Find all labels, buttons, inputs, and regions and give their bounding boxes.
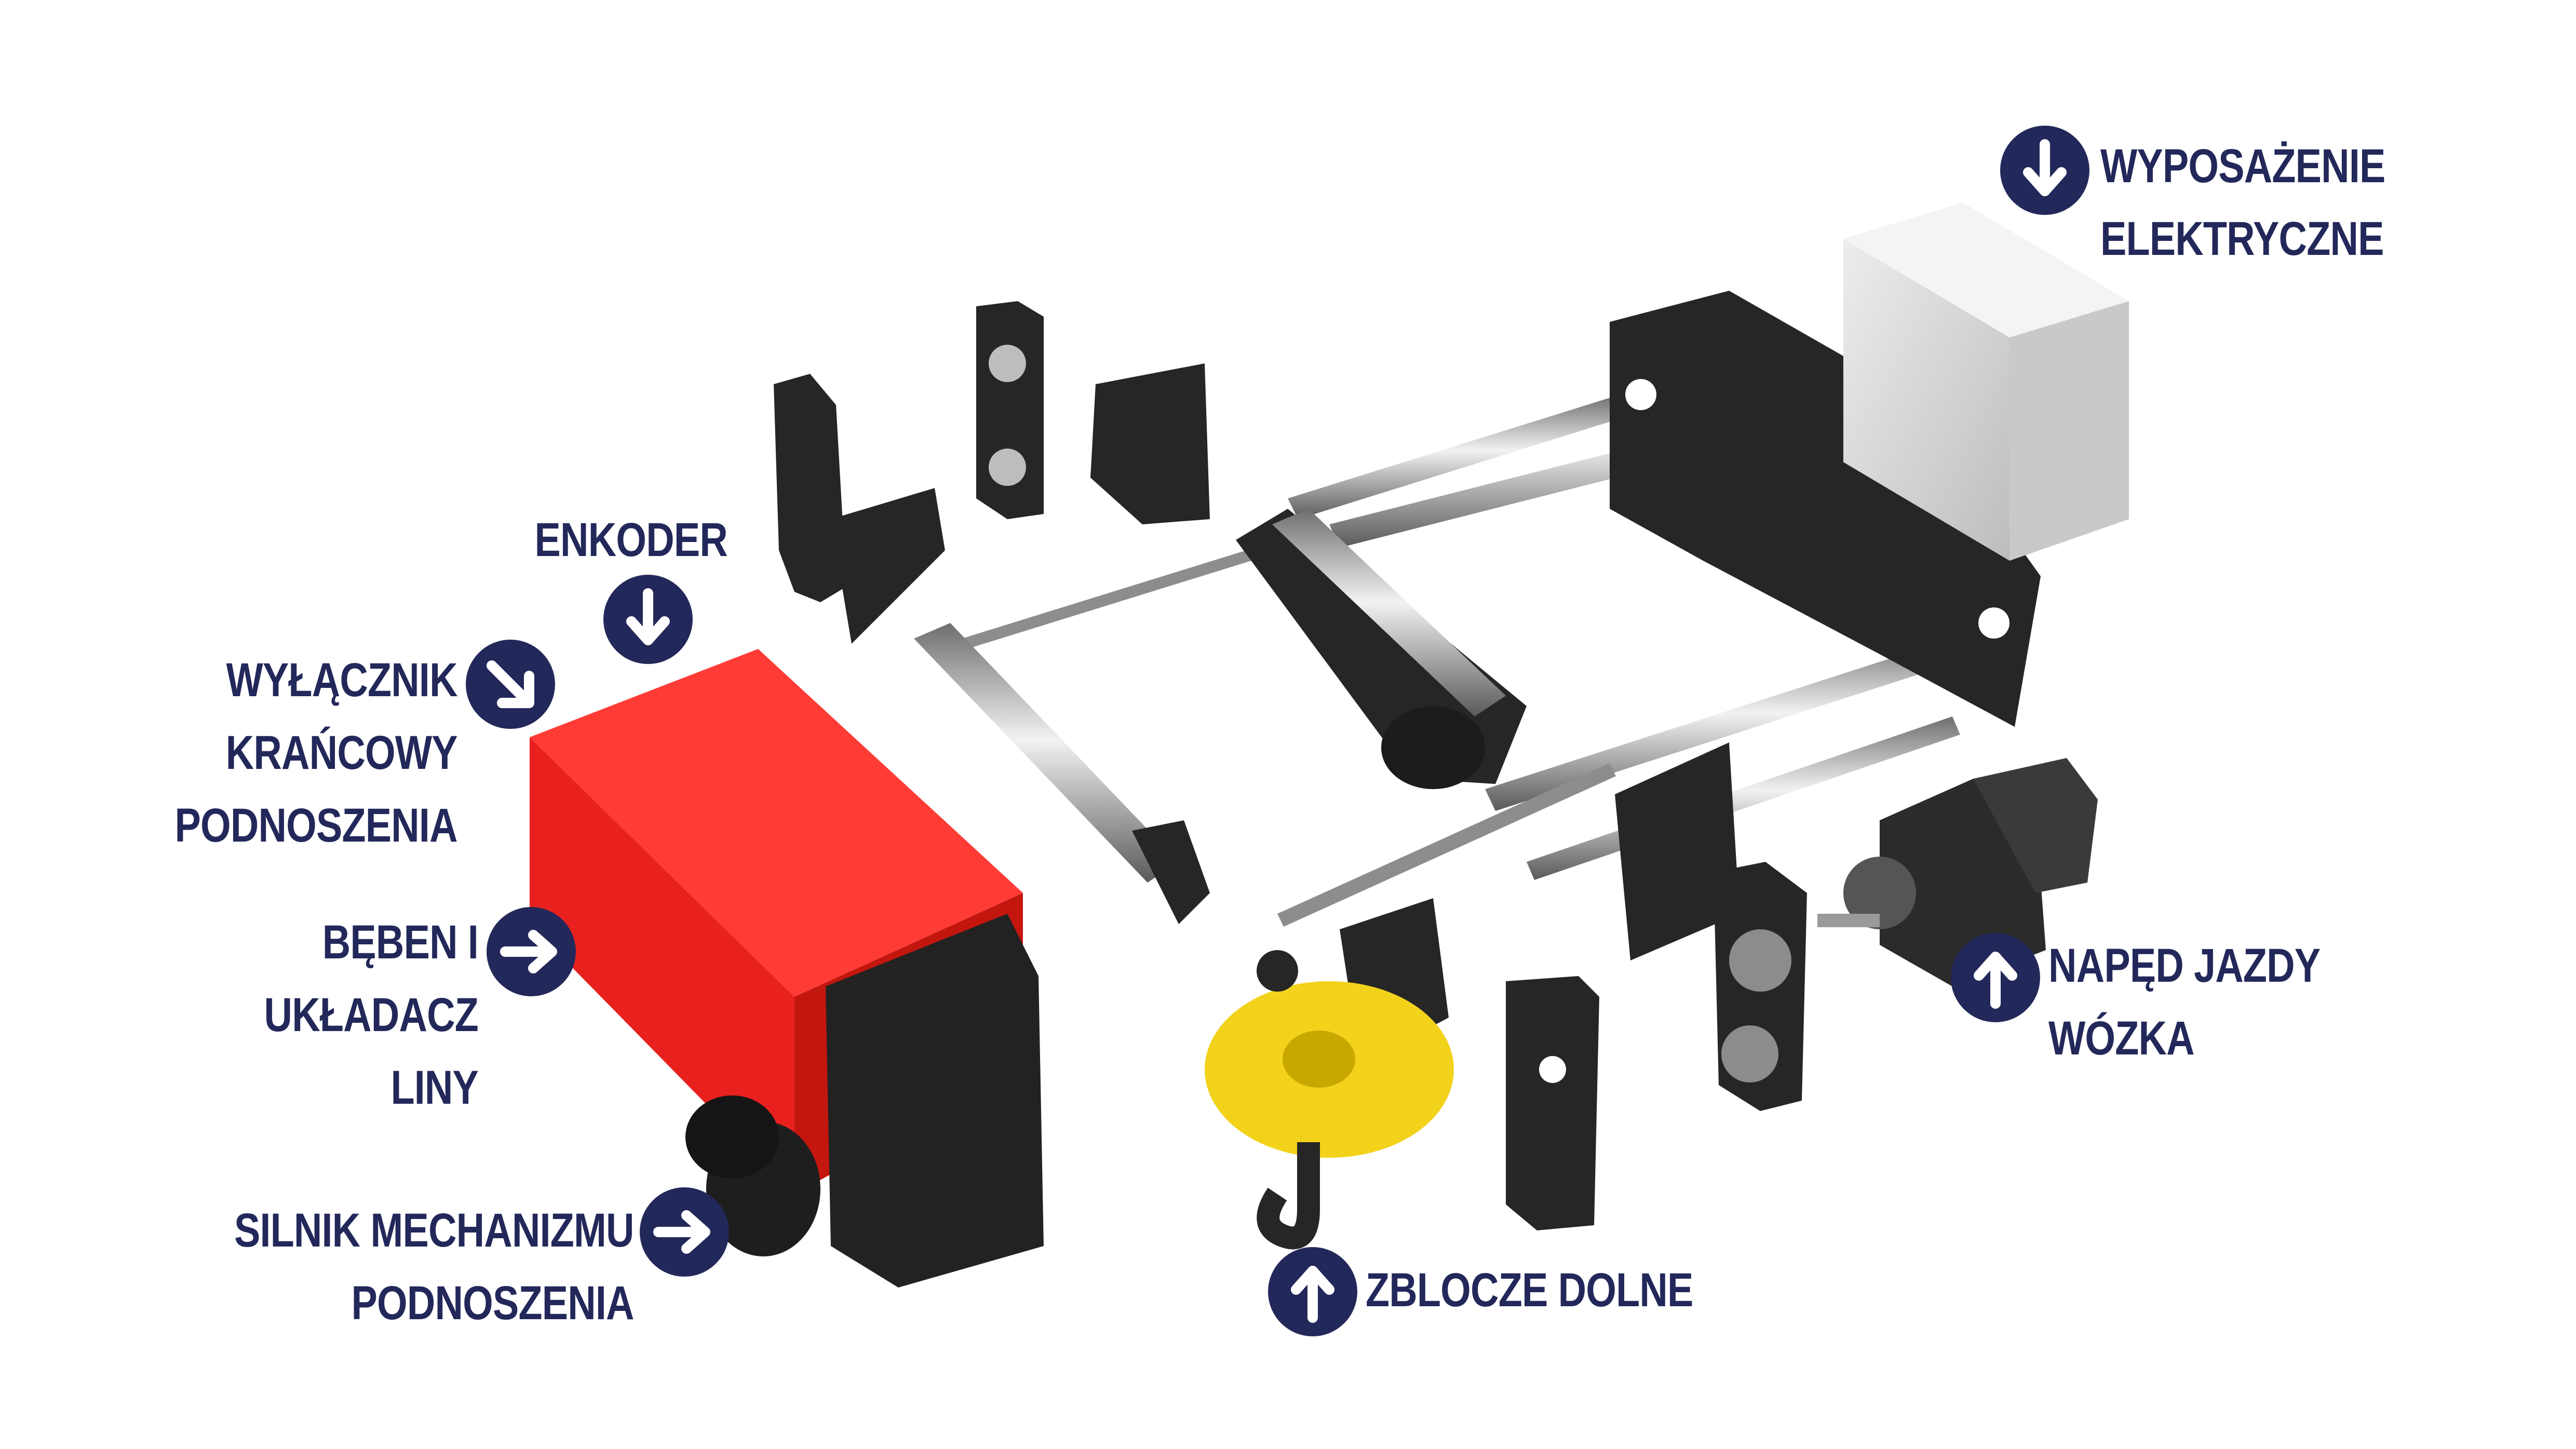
label-limit-switch: WYŁĄCZNIK KRAŃCOWY PODNOSZENIA bbox=[174, 644, 458, 862]
label-line: ENKODER bbox=[534, 513, 728, 566]
red-hoist-unit bbox=[530, 649, 1044, 1288]
arrow-up-icon bbox=[1267, 1246, 1358, 1337]
label-line: SILNIK MECHANIZMU bbox=[234, 1204, 635, 1257]
right-side-plates bbox=[1506, 742, 1807, 1230]
label-hoist-motor: SILNIK MECHANIZMU PODNOSZENIA bbox=[234, 1194, 635, 1339]
left-side-plates bbox=[774, 301, 1210, 644]
label-line: BĘBEN I bbox=[322, 916, 479, 969]
rear-frame-plate bbox=[1610, 291, 2041, 727]
arrow-up-icon bbox=[1950, 932, 2041, 1023]
label-trolley-drive: NAPĘD JAZDY WÓZKA bbox=[2048, 929, 2321, 1075]
arrow-down-icon bbox=[602, 574, 694, 665]
label-drum: BĘBEN I UKŁADACZ LINY bbox=[264, 906, 479, 1124]
label-line: WÓZKA bbox=[2048, 1012, 2195, 1065]
arrow-right-icon bbox=[639, 1186, 730, 1278]
label-line: LINY bbox=[390, 1061, 478, 1114]
label-line: WYPOSAŻENIE bbox=[2100, 140, 2385, 193]
middle-frame bbox=[1236, 509, 1527, 789]
electrical-cabinet bbox=[1843, 202, 2129, 561]
label-line: ZBLOCZE DOLNE bbox=[1366, 1264, 1693, 1317]
label-line: UKŁADACZ bbox=[264, 988, 479, 1041]
arrow-right-icon bbox=[485, 906, 577, 997]
label-line: NAPĘD JAZDY bbox=[2048, 939, 2321, 992]
arrow-down-icon bbox=[1999, 125, 2091, 216]
arrow-down-right-icon bbox=[465, 639, 556, 730]
rope-guide-tube bbox=[914, 623, 1210, 924]
label-line: PODNOSZENIA bbox=[351, 1277, 635, 1330]
label-electrical-equipment: WYPOSAŻENIE ELEKTRYCZNE bbox=[2100, 130, 2385, 275]
label-bottom-block: ZBLOCZE DOLNE bbox=[1366, 1254, 1693, 1326]
label-encoder: ENKODER bbox=[534, 504, 728, 576]
label-line: PODNOSZENIA bbox=[174, 799, 458, 852]
label-line: WYŁĄCZNIK bbox=[226, 654, 458, 707]
label-line: ELEKTRYCZNE bbox=[2100, 212, 2384, 265]
label-line: KRAŃCOWY bbox=[225, 726, 458, 779]
bottom-block-hook bbox=[1205, 898, 1454, 1250]
